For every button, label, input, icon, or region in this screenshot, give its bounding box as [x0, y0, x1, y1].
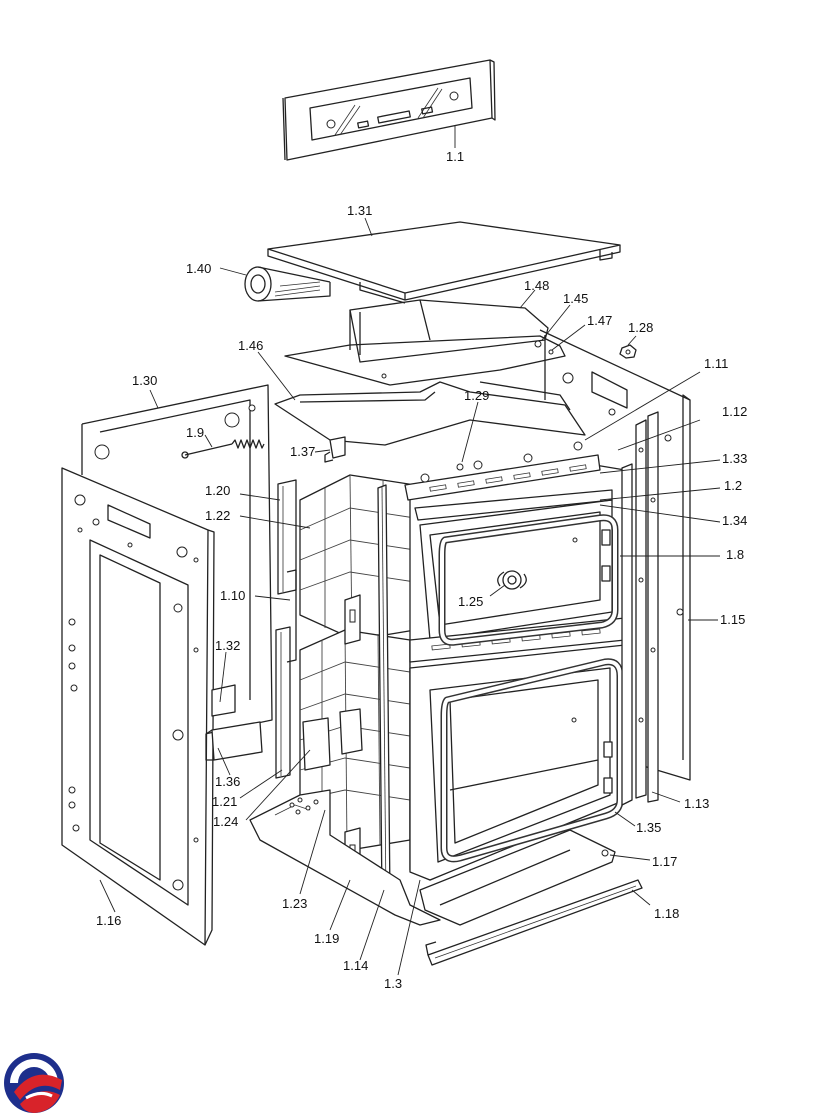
label-1-10: 1.10 [220, 588, 245, 603]
part-1-18-front-strip [425, 879, 643, 966]
part-1-28-connector [619, 344, 637, 359]
part-labels: 1.1 1.31 1.40 1.48 1.45 1.47 1.28 1.46 1… [96, 149, 747, 991]
label-1-29: 1.29 [464, 388, 489, 403]
label-1-45: 1.45 [563, 291, 588, 306]
label-1-36: 1.36 [215, 774, 240, 789]
label-1-28: 1.28 [628, 320, 653, 335]
part-1-25-fan [497, 570, 527, 590]
part-1-36-bracket [205, 721, 263, 761]
label-1-40: 1.40 [186, 261, 211, 276]
part-1-40-cooling-fan [244, 266, 331, 302]
label-1-30: 1.30 [132, 373, 157, 388]
part-1-20-strip [277, 479, 297, 595]
label-1-46: 1.46 [238, 338, 263, 353]
label-1-16: 1.16 [96, 913, 121, 928]
part-base-tray [249, 789, 441, 926]
label-1-37: 1.37 [290, 444, 315, 459]
label-1-20: 1.20 [205, 483, 230, 498]
label-1-22: 1.22 [205, 508, 230, 523]
label-1-14: 1.14 [343, 958, 368, 973]
part-1-1-control-panel [282, 59, 496, 161]
part-oven-body [404, 441, 626, 881]
part-1-24-cover-plate [302, 708, 363, 771]
label-1-17: 1.17 [652, 854, 677, 869]
label-1-2: 1.2 [724, 478, 742, 493]
label-1-3: 1.3 [384, 976, 402, 991]
part-1-17-base-rail [419, 829, 616, 926]
part-1-37-bracket [324, 436, 346, 463]
label-1-12: 1.12 [722, 404, 747, 419]
label-1-13: 1.13 [684, 796, 709, 811]
part-1-33-vent-slots [429, 464, 587, 492]
label-1-25: 1.25 [458, 594, 483, 609]
part-1-10-strip [286, 569, 297, 663]
part-1-12-right-rail [621, 411, 659, 806]
label-1-23: 1.23 [282, 896, 307, 911]
label-1-9: 1.9 [186, 425, 204, 440]
label-1-34: 1.34 [722, 513, 747, 528]
part-1-48-air-duct [284, 299, 566, 386]
label-1-31: 1.31 [347, 203, 372, 218]
leader-lines [99, 125, 721, 976]
part-1-8-upper-door-gasket [438, 514, 619, 646]
label-1-8: 1.8 [726, 547, 744, 562]
label-1-47: 1.47 [587, 313, 612, 328]
label-1-18: 1.18 [654, 906, 679, 921]
label-1-11: 1.11 [704, 356, 728, 371]
label-1-35: 1.35 [636, 820, 661, 835]
part-1-35-lower-door-gasket [440, 658, 624, 863]
label-1-21: 1.21 [212, 794, 237, 809]
part-1-16-side-panel [61, 467, 215, 946]
part-1-46-heat-shield [274, 381, 586, 446]
part-1-9-spring [181, 439, 265, 459]
part-1-31-top-cover [267, 221, 621, 304]
label-1-15: 1.15 [720, 612, 745, 627]
label-1-19: 1.19 [314, 931, 339, 946]
label-1-1: 1.1 [446, 149, 464, 164]
part-1-32-bracket [211, 684, 236, 717]
part-oven-back-frame [539, 329, 691, 781]
label-1-24: 1.24 [213, 814, 238, 829]
middle-vent-slots [431, 628, 601, 651]
brand-logo [4, 1053, 64, 1113]
label-1-48: 1.48 [524, 278, 549, 293]
label-1-32: 1.32 [215, 638, 240, 653]
label-1-33: 1.33 [722, 451, 747, 466]
part-1-21-strip [275, 626, 291, 779]
